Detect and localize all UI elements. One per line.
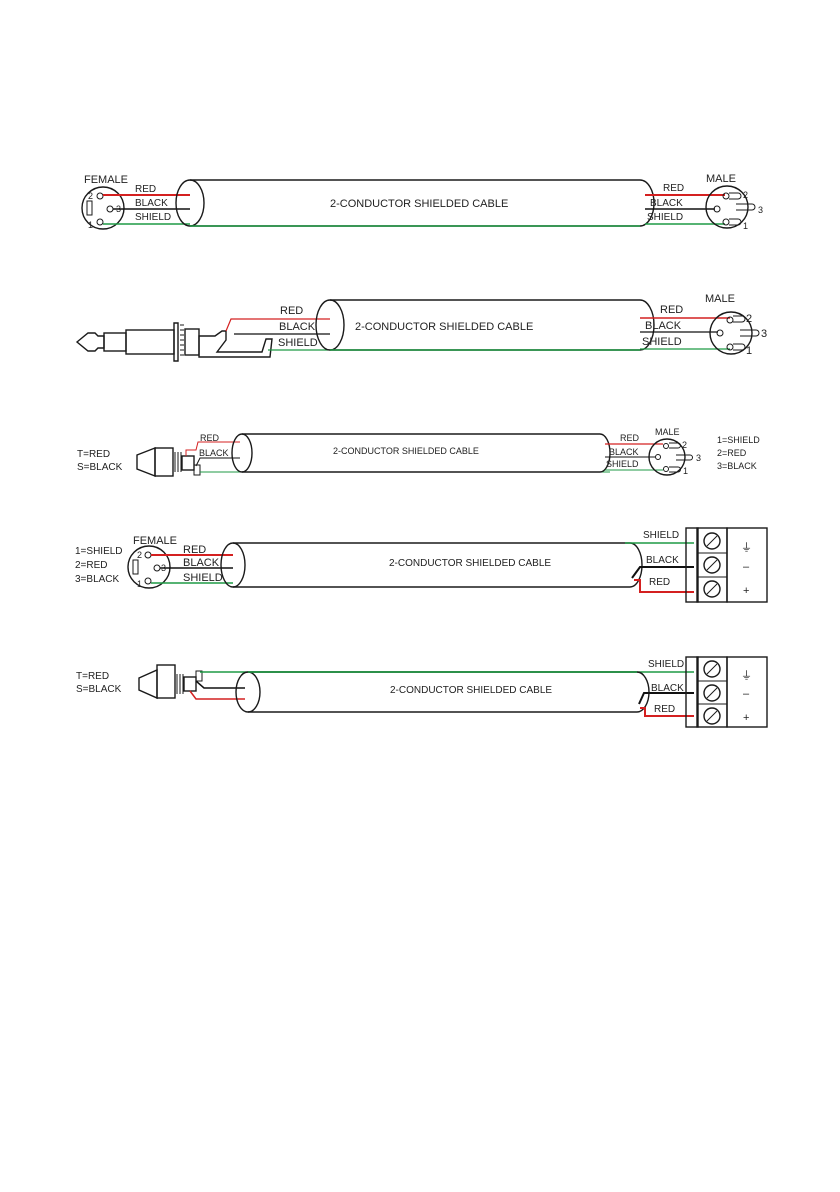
note-line: 3=BLACK [75, 574, 120, 585]
shielded-cable: 2-CONDUCTOR SHIELDED CABLE [220, 542, 643, 588]
xlr-male-connector: 2 3 1 MALE [648, 427, 701, 476]
rca-plug [138, 664, 203, 700]
terminal-block: ⏚ – + [685, 527, 768, 603]
wire-black [195, 457, 240, 467]
wire-label: BLACK [650, 198, 683, 209]
connector-label: MALE [705, 293, 735, 305]
diagram-xlr-female-to-terminal: 1=SHIELD 2=RED 3=BLACK 2 3 1 FEMALE RED … [75, 527, 768, 603]
note-line: 1=SHIELD [717, 435, 760, 445]
ground-symbol: ⏚ [741, 541, 752, 554]
wire-label: BLACK [183, 557, 220, 569]
connector-label: FEMALE [133, 535, 177, 547]
diagram-jack-to-xlr-male: RED BLACK SHIELD 2-CONDUCTOR SHIELDED CA… [75, 293, 767, 362]
wire-label: RED [654, 704, 675, 715]
pin-label: 2 [88, 191, 93, 201]
wire-label: RED [649, 577, 670, 588]
wire-label: BLACK [645, 320, 682, 332]
pin-label: 1 [88, 220, 93, 230]
pin-label: 3 [761, 328, 767, 340]
shielded-cable: 2-CONDUCTOR SHIELDED CABLE [175, 179, 655, 227]
note-line: S=BLACK [76, 684, 122, 695]
wire-red [225, 318, 330, 332]
connector-label: MALE [706, 173, 736, 185]
shielded-cable: 2-CONDUCTOR SHIELDED CABLE [315, 299, 655, 351]
wire-red [640, 707, 694, 717]
ground-symbol: ⏚ [741, 669, 752, 682]
pin-label: 3 [696, 453, 701, 463]
wire-label: SHIELD [643, 530, 679, 541]
shielded-cable: 2-CONDUCTOR SHIELDED CABLE [231, 433, 611, 473]
wire-label: SHIELD [606, 459, 639, 469]
wire-label: BLACK [646, 555, 679, 566]
diagram-xlr-female-to-xlr-male: 2 3 1 FEMALE RED BLACK SHIELD 2-CONDUCTO… [81, 173, 763, 231]
xlr-female-connector: 2 3 1 FEMALE [127, 535, 177, 589]
cable-label: 2-CONDUCTOR SHIELDED CABLE [330, 198, 508, 210]
diagram-rca-to-terminal: T=RED S=BLACK 2-CONDUCTOR SHIELDED CABLE… [76, 656, 768, 728]
wire-red [634, 579, 694, 593]
wire-label: RED [183, 544, 206, 556]
diagram-rca-to-xlr-male: T=RED S=BLACK RED BLACK 2-CONDUCTOR SHIE… [77, 427, 760, 478]
cable-label: 2-CONDUCTOR SHIELDED CABLE [390, 685, 552, 696]
rca-plug [136, 446, 201, 478]
wire-label: BLACK [609, 447, 639, 457]
wire-label: RED [135, 184, 156, 195]
wire-black [638, 692, 694, 705]
wire-label: SHIELD [648, 659, 684, 670]
pin-label: 1 [746, 345, 752, 357]
wire-label: BLACK [199, 448, 229, 458]
pin-label: 1 [137, 579, 142, 589]
shielded-cable: 2-CONDUCTOR SHIELDED CABLE [235, 671, 650, 713]
connector-label: FEMALE [84, 174, 128, 186]
cable-label: 2-CONDUCTOR SHIELDED CABLE [355, 321, 533, 333]
wire-label: SHIELD [135, 212, 171, 223]
note-line: 2=RED [717, 448, 747, 458]
connector-label: MALE [655, 427, 680, 437]
wire-label: BLACK [279, 321, 316, 333]
wire-label: RED [620, 433, 640, 443]
note-line: T=RED [76, 671, 109, 682]
wire-label: RED [660, 304, 683, 316]
note-line: T=RED [77, 449, 110, 460]
cable-label: 2-CONDUCTOR SHIELDED CABLE [389, 558, 551, 569]
xlr-male-connector: 2 3 1 MALE [705, 173, 763, 231]
wire-label: RED [200, 433, 220, 443]
minus-symbol: – [743, 688, 750, 700]
quarter-inch-jack [75, 322, 273, 362]
note-line: S=BLACK [77, 462, 123, 473]
wire-red [185, 441, 240, 456]
wire-label: SHIELD [642, 336, 682, 348]
note-line: 1=SHIELD [75, 546, 123, 557]
note-line: 2=RED [75, 560, 108, 571]
cable-label: 2-CONDUCTOR SHIELDED CABLE [333, 446, 479, 456]
wire-label: SHIELD [647, 212, 683, 223]
pin-label: 1 [683, 466, 688, 476]
xlr-female-connector: 2 3 1 FEMALE [81, 174, 128, 230]
xlr-male-connector: 2 3 1 MALE [705, 293, 767, 357]
plus-symbol: + [743, 585, 749, 597]
wire-label: SHIELD [183, 572, 223, 584]
plus-symbol: + [743, 712, 749, 724]
pin-label: 2 [743, 190, 748, 200]
pin-label: 2 [137, 550, 142, 560]
minus-symbol: – [743, 561, 750, 573]
wire-label: RED [663, 183, 684, 194]
pin-label: 3 [758, 205, 763, 215]
wire-label: BLACK [651, 683, 684, 694]
pin-label: 1 [743, 221, 748, 231]
note-line: 3=BLACK [717, 461, 757, 471]
wire-black [631, 566, 694, 579]
wire-black [195, 680, 245, 689]
wire-label: BLACK [135, 198, 168, 209]
wire-label: RED [280, 305, 303, 317]
pin-label: 2 [746, 313, 752, 325]
wire-red [189, 690, 245, 700]
pin-label: 2 [682, 440, 687, 450]
wire-label: SHIELD [278, 337, 318, 349]
terminal-block: ⏚ – + [685, 656, 768, 728]
